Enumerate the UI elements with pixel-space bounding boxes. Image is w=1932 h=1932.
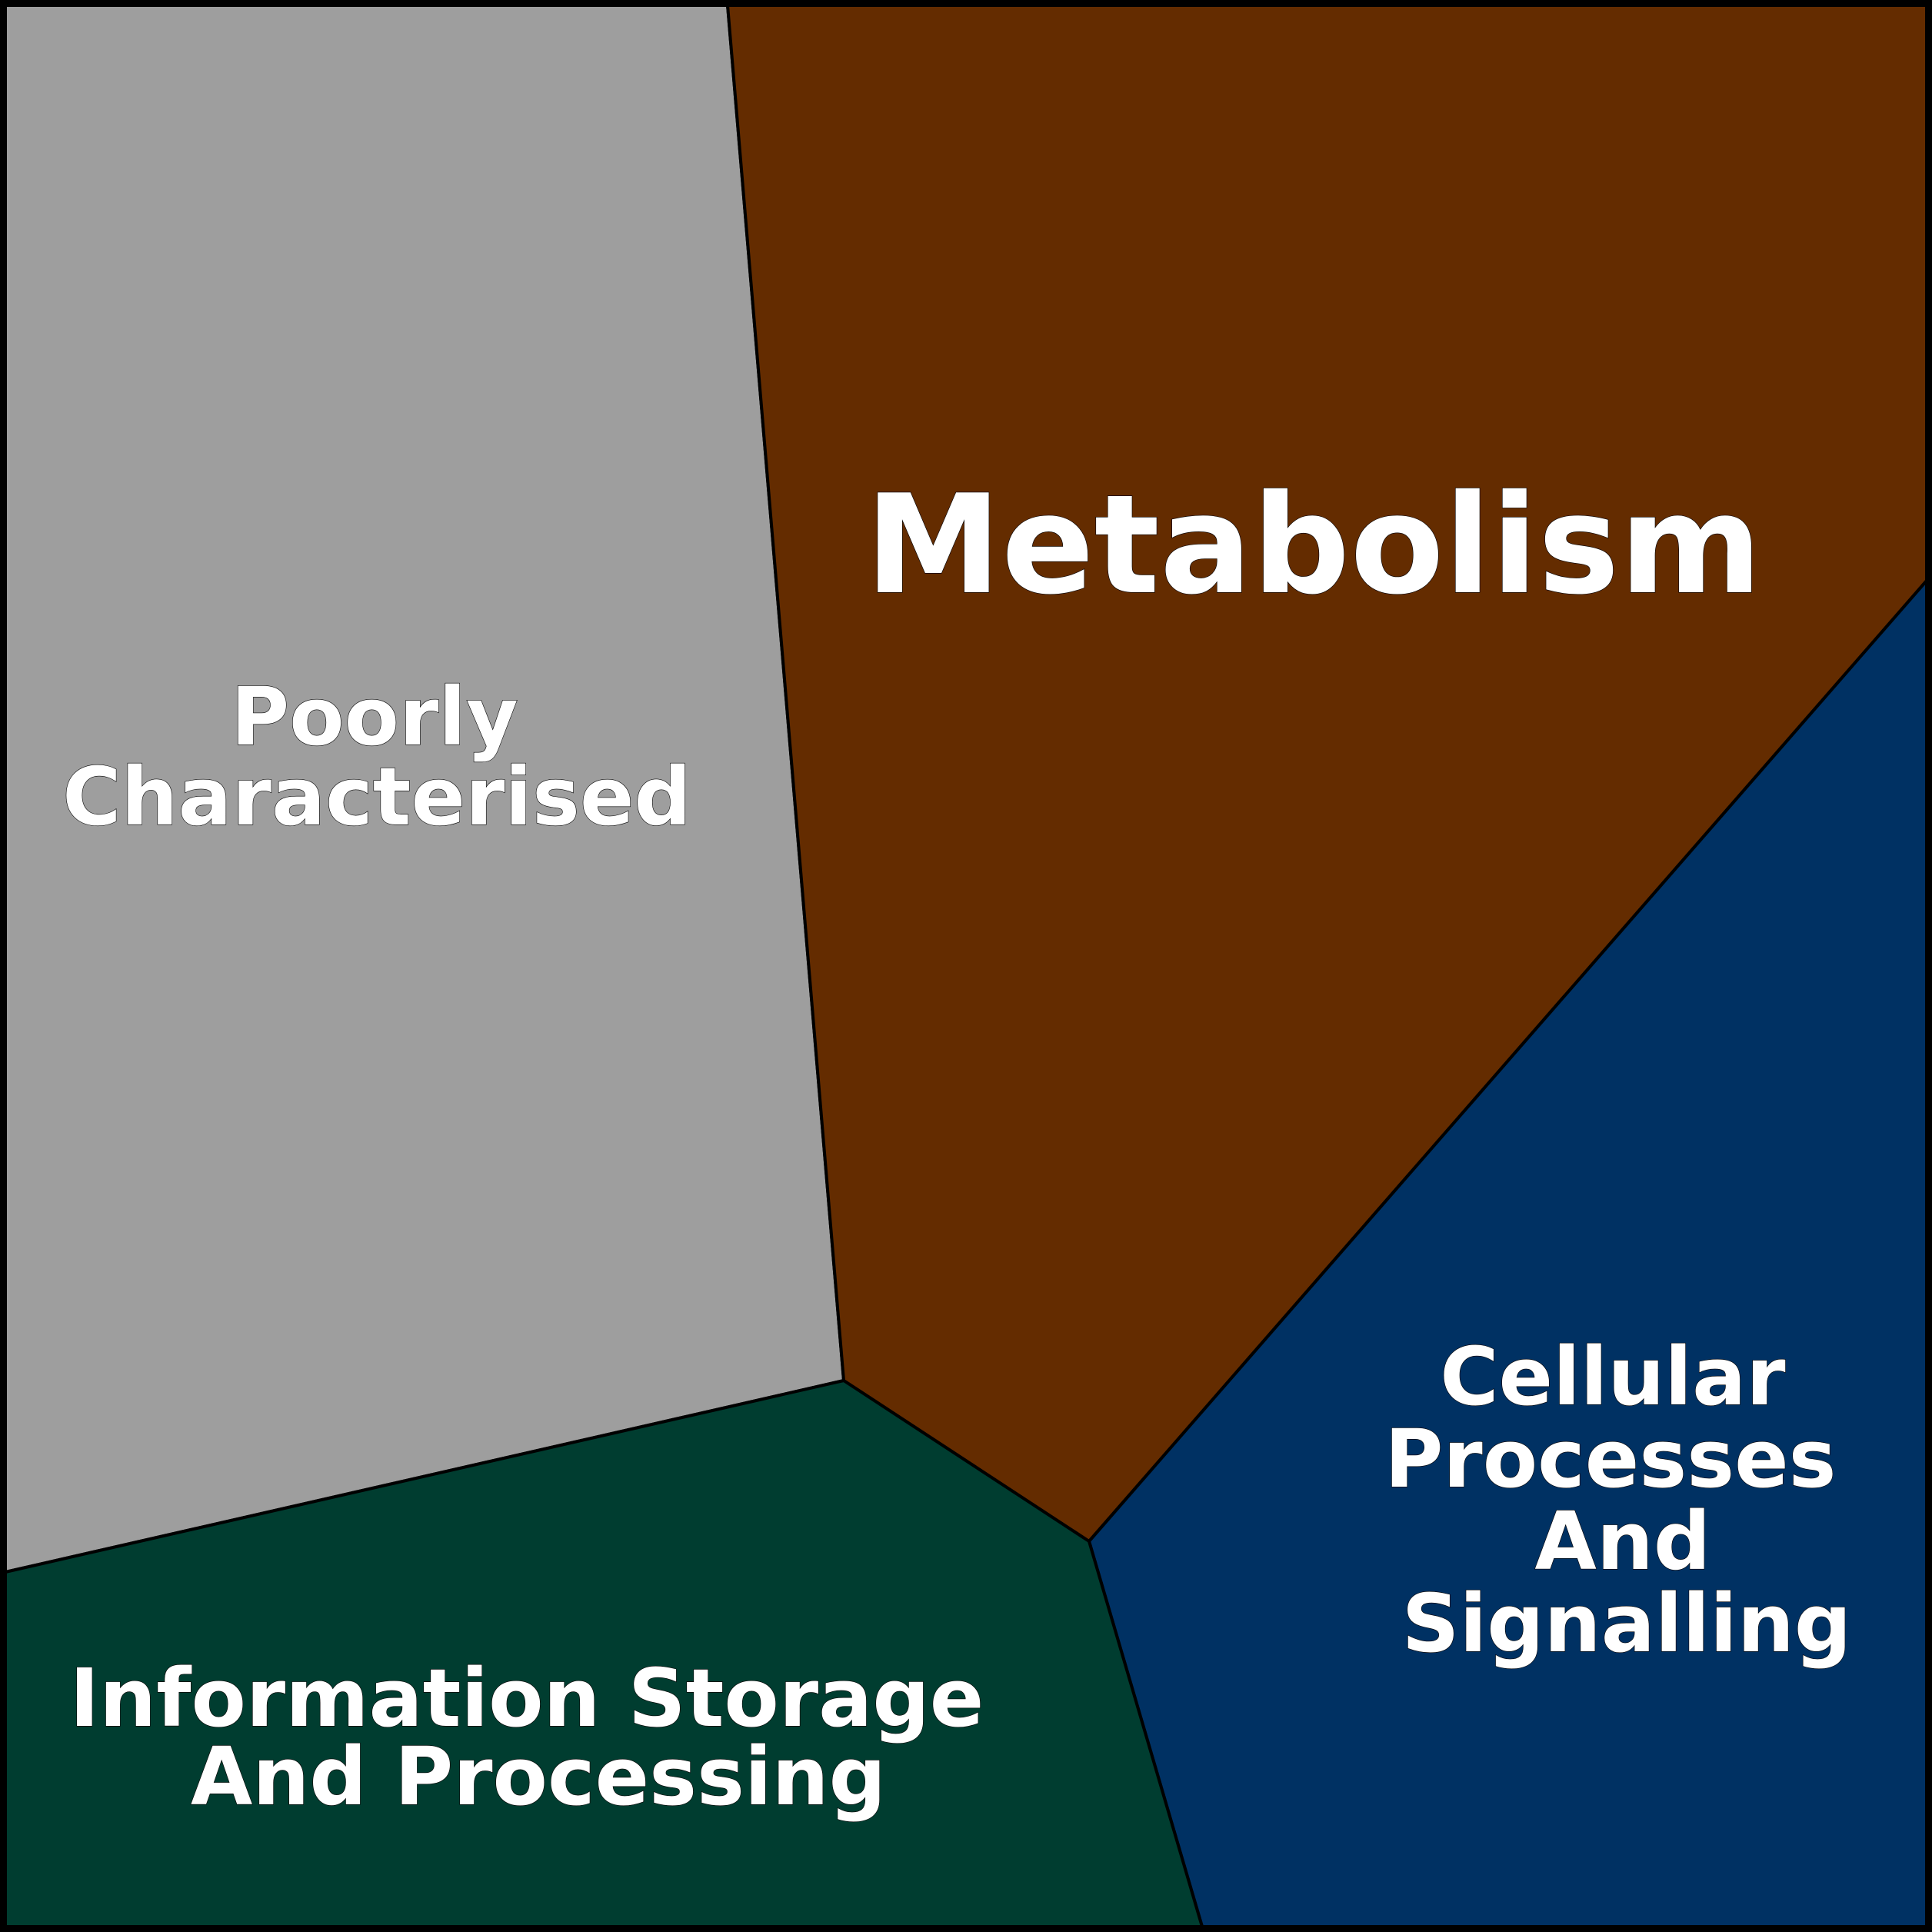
label-line: Poorly [231,670,518,764]
label-line: Metabolism [865,465,1762,625]
label-information-storage-and-processing: Information Storage And Processing [69,1651,1011,1824]
label-line: Cellular [1440,1330,1785,1424]
label-line: Characterised [62,750,691,844]
label-poorly-characterised: Poorly Characterised [62,670,691,844]
label-line: And [1534,1494,1710,1588]
label-metabolism: Metabolism [865,465,1762,625]
label-cellular-processes-and-signalling: Cellular Processes And Signalling [1384,1330,1864,1671]
label-line: And Processing [191,1730,886,1824]
label-line: Signalling [1402,1577,1852,1671]
label-line: Processes [1384,1412,1836,1506]
label-line: Information Storage [69,1651,984,1745]
